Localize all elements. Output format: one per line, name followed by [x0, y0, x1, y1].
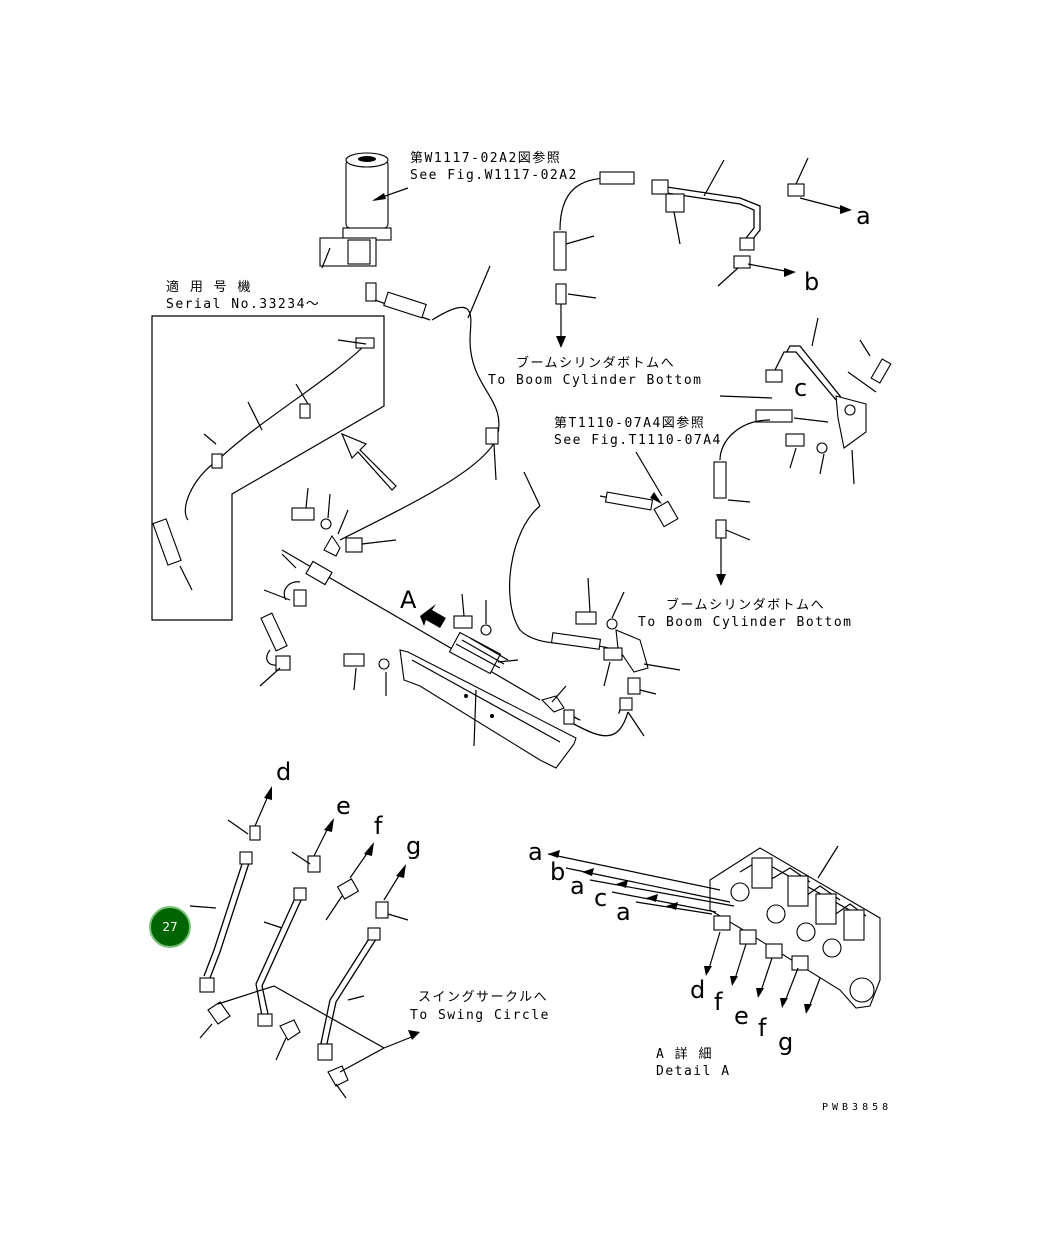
port-c-mid: c — [794, 374, 807, 402]
port-a-top: a — [856, 202, 871, 230]
detail-port-a2: a — [570, 872, 585, 900]
detail-a-jp: A 詳 細 — [656, 1046, 713, 1062]
detail-port-e: e — [734, 1002, 749, 1030]
port-b-top: b — [804, 268, 819, 296]
detail-port-a3: a — [616, 898, 631, 926]
port-g: g — [406, 832, 421, 860]
upper-right-lines — [553, 157, 852, 348]
motor-ref-en: See Fig.W1117-02A2 — [410, 168, 578, 183]
view-arrow — [340, 432, 397, 491]
ref2-en: See Fig.T1110-07A4 — [554, 433, 722, 448]
swing-en: To Swing Circle — [410, 1008, 550, 1023]
view-a-label: A — [400, 586, 417, 614]
swing-jp: スイングサークルへ — [418, 990, 548, 1005]
ref2-jp: 第T1110-07A4図参照 — [554, 415, 705, 431]
detail-port-a1: a — [528, 838, 543, 866]
port-e: e — [336, 792, 351, 820]
boom1-en: To Boom Cylinder Bottom — [488, 373, 703, 388]
callout-badge[interactable]: 27 — [149, 906, 191, 948]
detail-port-f2: f — [758, 1014, 767, 1042]
port-f: f — [374, 812, 383, 840]
detail-a-en: Detail A — [656, 1064, 731, 1079]
detail-port-d: d — [690, 976, 705, 1004]
port-d: d — [276, 758, 291, 786]
right-mid-assembly — [713, 317, 892, 586]
central-hoses — [509, 451, 681, 737]
detail-port-c: c — [594, 884, 607, 912]
view-a-arrow — [420, 604, 446, 628]
boom1-jp: ブームシリンダボトムへ — [516, 355, 675, 371]
drawing-number: PWB3858 — [822, 1102, 892, 1113]
left-lower-hose — [259, 553, 333, 687]
boom2-en: To Boom Cylinder Bottom — [638, 615, 853, 630]
motor-ref-jp: 第W1117-02A2図参照 — [410, 150, 561, 166]
detail-a-block — [547, 845, 881, 1014]
boom2-jp: ブームシリンダボトムへ — [666, 597, 825, 613]
grease-pump-motor — [319, 152, 431, 321]
bottom-left-pipes — [189, 786, 420, 1099]
serial-en: Serial No.33234～ — [166, 297, 320, 312]
detail-port-f: f — [714, 988, 723, 1016]
callout-badge-number: 27 — [162, 920, 178, 934]
serial-variant-box — [151, 315, 385, 621]
distribution-bracket — [281, 487, 577, 769]
serial-jp: 適 用 号 機 — [166, 279, 252, 295]
detail-port-b: b — [550, 858, 565, 886]
detail-port-g: g — [778, 1028, 793, 1056]
